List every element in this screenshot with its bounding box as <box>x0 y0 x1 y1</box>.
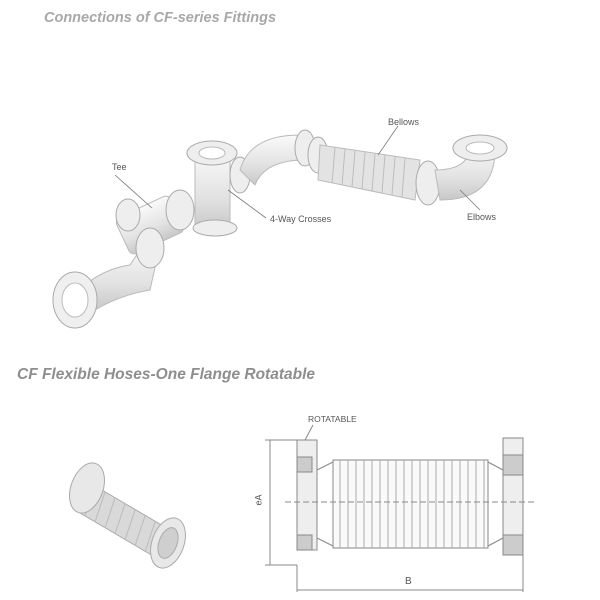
label-4-way-crosses: 4-Way Crosses <box>270 214 332 224</box>
label-bellows: Bellows <box>388 117 420 127</box>
label-tee: Tee <box>112 162 127 172</box>
dimension-b: B <box>405 576 412 587</box>
four-way-cross <box>165 140 251 237</box>
hose-technical-drawing <box>265 424 535 592</box>
flexible-hose-3d <box>69 462 186 569</box>
elbow-fitting <box>434 134 508 201</box>
label-rotatable: ROTATABLE <box>308 414 357 424</box>
section-title-fittings: Connections of CF-series Fittings <box>44 10 277 26</box>
section-title-flexible-hoses: CF Flexible Hoses-One Flange Rotatable <box>17 366 316 383</box>
inlet-flange <box>52 242 161 329</box>
dimension-ea: eA <box>253 494 264 506</box>
label-elbows: Elbows <box>467 212 497 222</box>
